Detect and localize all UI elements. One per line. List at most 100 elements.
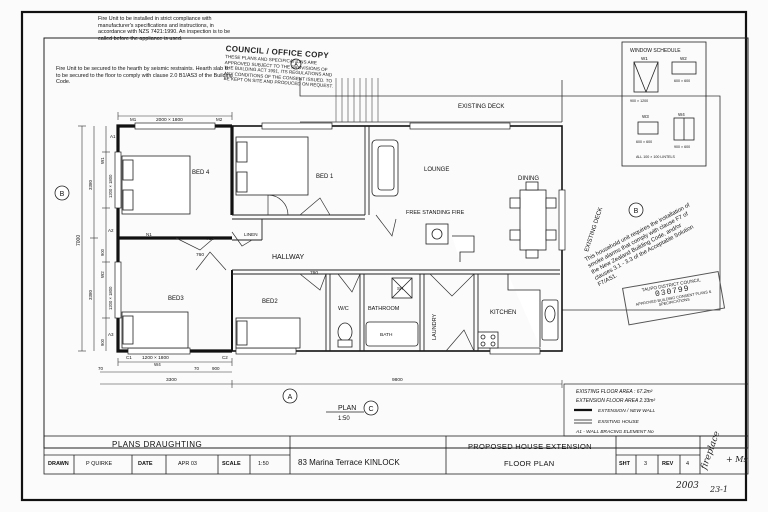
drawing-border — [43, 37, 749, 449]
title-rev-label: REV — [662, 461, 674, 467]
fireplace — [425, 223, 475, 262]
existing-deck — [299, 78, 721, 311]
title-block — [43, 435, 749, 475]
room-shower: SH — [397, 286, 403, 291]
dim-left-small-1: 900 — [100, 248, 105, 256]
bed-3 — [121, 311, 189, 349]
dim-left-w2: W2 — [100, 271, 105, 278]
bathroom-fittings — [337, 277, 419, 348]
title-date-label: DATE — [138, 461, 153, 467]
grid-b-left: B — [60, 191, 65, 198]
room-bed2: BED2 — [262, 299, 278, 305]
grid-markers — [54, 58, 644, 416]
plan-scale: 1:50 — [338, 416, 350, 422]
grid-c-bottom: C — [368, 406, 373, 413]
grid-b-right: B — [634, 208, 639, 215]
window-schedule-title: WINDOW SCHEDULE — [630, 48, 681, 54]
existing-deck-right: EXISTING DECK — [584, 207, 604, 253]
existing-deck-top: EXISTING DECK — [458, 104, 504, 110]
handwriting-2003: 2003 — [675, 481, 699, 491]
dim-bottom-70a: 70 — [98, 366, 104, 371]
room-free-standing-fire: FREE STANDING FIRE — [406, 210, 465, 216]
handwriting-ms: + Ms — [726, 455, 748, 464]
window-schedule-w2: W2 — [680, 56, 687, 61]
dining-table — [509, 181, 557, 259]
dim-n1: N1 — [146, 232, 152, 237]
plan-label: PLAN — [338, 405, 356, 412]
title-address: 83 Marina Terrace KINLOCK — [298, 458, 400, 467]
lounge-sofa — [371, 139, 399, 197]
window-schedule-w4: W4 — [678, 112, 685, 117]
room-lounge: LOUNGE — [424, 167, 449, 173]
bed-1 — [235, 136, 309, 196]
grid-a-bottom: A — [288, 394, 293, 401]
room-bed3: BED3 — [168, 296, 184, 302]
room-linen: LINEN — [244, 232, 258, 237]
dim-bottom-w4: W4 — [154, 362, 161, 367]
title-company: PLANS DRAUGHTING — [112, 440, 203, 449]
title-rev-value: 4 — [686, 461, 690, 467]
title-scale-label: SCALE — [222, 461, 241, 467]
dim-left-w2-size: 1200 × 1800 — [108, 286, 113, 310]
dim-left-a1: A1 — [110, 134, 116, 139]
window-schedule-w1: W1 — [641, 56, 648, 61]
dim-left-lower: 3380 — [88, 289, 93, 300]
kitchen-fittings — [477, 274, 559, 349]
room-dining: DINING — [518, 176, 539, 182]
council-office-copy-stamp: COUNCIL / OFFICE COPY THESE PLANS AND SP… — [223, 44, 337, 90]
dim-door-760-3: 760 — [310, 270, 318, 276]
dim-door-760-1: 760 — [206, 236, 214, 242]
door-swings — [175, 194, 475, 352]
dim-left-upper: 3380 — [88, 179, 93, 190]
dim-left-a2: A2 — [108, 228, 114, 233]
dim-bottom-70b: 70 — [194, 366, 200, 371]
window-schedule — [621, 41, 707, 167]
dim-top-window: 2000 × 1800 — [156, 117, 183, 123]
legend-bracing: A1 - WALL BRACING ELEMENT No — [575, 429, 654, 435]
dim-bottom-900: 900 — [212, 366, 220, 371]
dim-left-overall: 7000 — [76, 235, 82, 246]
dim-bottom-window: 1200 × 1800 — [142, 355, 169, 361]
window-schedule-w3: W3 — [642, 114, 649, 119]
dim-left-small-2: 900 — [100, 338, 105, 346]
dimension-lines — [78, 112, 563, 388]
title-date-value: APR 03 — [178, 461, 197, 467]
bed-4 — [121, 155, 191, 215]
room-bathroom: BATHROOM — [368, 306, 400, 312]
sheet-border — [20, 10, 748, 502]
window-schedule-note: ALL 100 × 100 LINTELS — [636, 155, 676, 159]
interior-walls — [232, 126, 560, 351]
fire-unit-restraint-note: Fire Unit to be secured to the hearth by… — [56, 66, 233, 86]
room-kitchen: KITCHEN — [490, 310, 516, 316]
title-drawn-value: P QUIRKE — [86, 461, 113, 467]
grid-a-top: A — [294, 62, 298, 68]
dim-bottom-c2: C2 — [222, 355, 228, 360]
room-bed4: BED 4 — [192, 170, 210, 176]
room-bath: BATH — [380, 332, 393, 338]
handwriting-23-1: 23-1 — [709, 485, 728, 494]
windows — [114, 122, 566, 355]
title-scale-value: 1:50 — [258, 461, 269, 467]
fire-unit-compliance-note: Fire Unit to be installed in strict comp… — [98, 16, 231, 42]
deck-steps — [335, 78, 379, 122]
bed-2 — [235, 317, 301, 349]
window-schedule-w2-size: 600 × 600 — [674, 79, 690, 83]
title-sheet-value: 3 — [644, 461, 648, 467]
room-bed1: BED 1 — [316, 174, 334, 180]
title-drawn-label: DRAWN — [48, 461, 69, 467]
legend-new-wall: EXTENSION / NEW WALL — [598, 408, 656, 414]
legend-extension-area: EXTENSION FLOOR AREA 2.33m² — [576, 398, 655, 404]
legend-existing-house: EXISTING HOUSE — [598, 419, 640, 425]
window-schedule-w3-size: 600 × 600 — [636, 140, 652, 144]
dim-door-760-2: 760 — [196, 252, 204, 258]
dim-top-m2: M2 — [216, 117, 223, 122]
title-project: PROPOSED HOUSE EXTENSION — [468, 442, 592, 451]
dim-bottom-c1: C1 — [126, 355, 132, 360]
dim-left-w1: W1 — [100, 157, 105, 164]
dim-top-m1: M1 — [130, 117, 137, 122]
dim-left-w1-size: 1200 × 1800 — [108, 174, 113, 198]
room-wc: W/C — [338, 306, 349, 312]
legend-existing-area: EXISTING FLOOR AREA : 67.2m² — [576, 389, 653, 395]
